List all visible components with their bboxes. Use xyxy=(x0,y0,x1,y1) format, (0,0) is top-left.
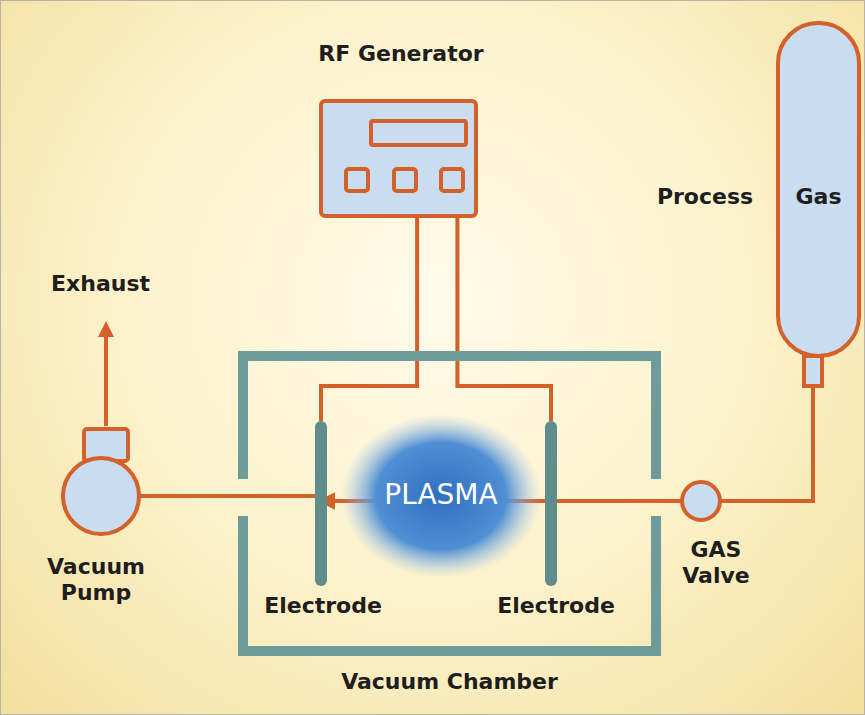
vacuum-chamber: Vacuum ChamberElectrodePLASMAElectrode xyxy=(238,351,661,656)
node-label: Electrode xyxy=(261,593,385,619)
gas-cylinder: ProcessGas xyxy=(641,16,865,391)
electrode-shape xyxy=(496,421,616,621)
generator-box xyxy=(321,101,476,216)
button xyxy=(394,169,416,191)
electrode: Electrode xyxy=(496,421,616,621)
node-label: Electrode xyxy=(494,593,618,619)
display xyxy=(371,121,466,145)
connector xyxy=(139,494,315,498)
exhaust-arrow xyxy=(104,329,108,426)
gas-valve: GAS Valve xyxy=(656,479,776,604)
electrode-plate xyxy=(545,421,557,586)
node-label: PLASMA xyxy=(339,478,543,512)
vacuum-pump: Vacuum Pump xyxy=(41,421,161,611)
connector xyxy=(720,386,813,501)
rf-generator-shape xyxy=(301,41,501,221)
exhaust-label: Exhaust xyxy=(51,271,150,296)
node-label: Gas xyxy=(774,184,863,210)
connector xyxy=(321,216,417,421)
node-label: Vacuum Chamber xyxy=(236,669,663,695)
cylinder-neck xyxy=(804,356,822,386)
plasma: PLASMA xyxy=(341,416,541,576)
pump-head xyxy=(84,429,128,461)
pump-body xyxy=(63,458,139,534)
button xyxy=(346,169,368,191)
node-label: Vacuum Pump xyxy=(39,554,153,607)
button xyxy=(441,169,463,191)
node-label: Process xyxy=(639,184,771,210)
electrode-plate xyxy=(315,421,327,586)
node-label: RF Generator xyxy=(299,41,503,67)
node-label: GAS Valve xyxy=(654,537,778,590)
rf-generator: RF Generator xyxy=(301,41,501,221)
valve-body xyxy=(682,482,720,520)
chamber-wall xyxy=(243,356,656,651)
connector xyxy=(457,216,551,421)
